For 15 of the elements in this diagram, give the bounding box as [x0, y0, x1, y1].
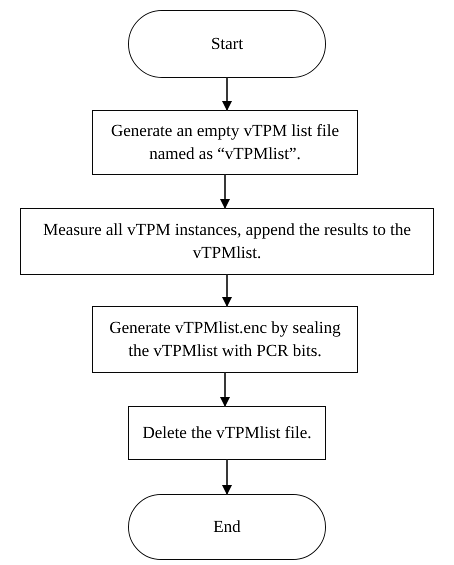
- arrow: [222, 275, 232, 307]
- node-text: Delete the vTPMlist file.: [142, 422, 312, 444]
- node-text: Generate vTPMlist.enc by sealing the vTPMlist with PCR bits.: [108, 317, 342, 362]
- process-box: [92, 110, 358, 175]
- process-box: [92, 306, 358, 373]
- node-text: Generate an empty vTPM list file named as “vTPMlist”.: [110, 120, 340, 164]
- arrow: [220, 373, 230, 407]
- process-box: [20, 208, 434, 275]
- arrow: [222, 460, 232, 495]
- node-text: Start: [210, 32, 244, 55]
- node-text: End: [213, 516, 241, 538]
- node-text: Measure all vTPM instances, append the results to the vTPMlist.: [42, 219, 412, 264]
- process-box: [128, 406, 326, 460]
- arrow: [222, 78, 232, 111]
- arrow: [220, 175, 230, 209]
